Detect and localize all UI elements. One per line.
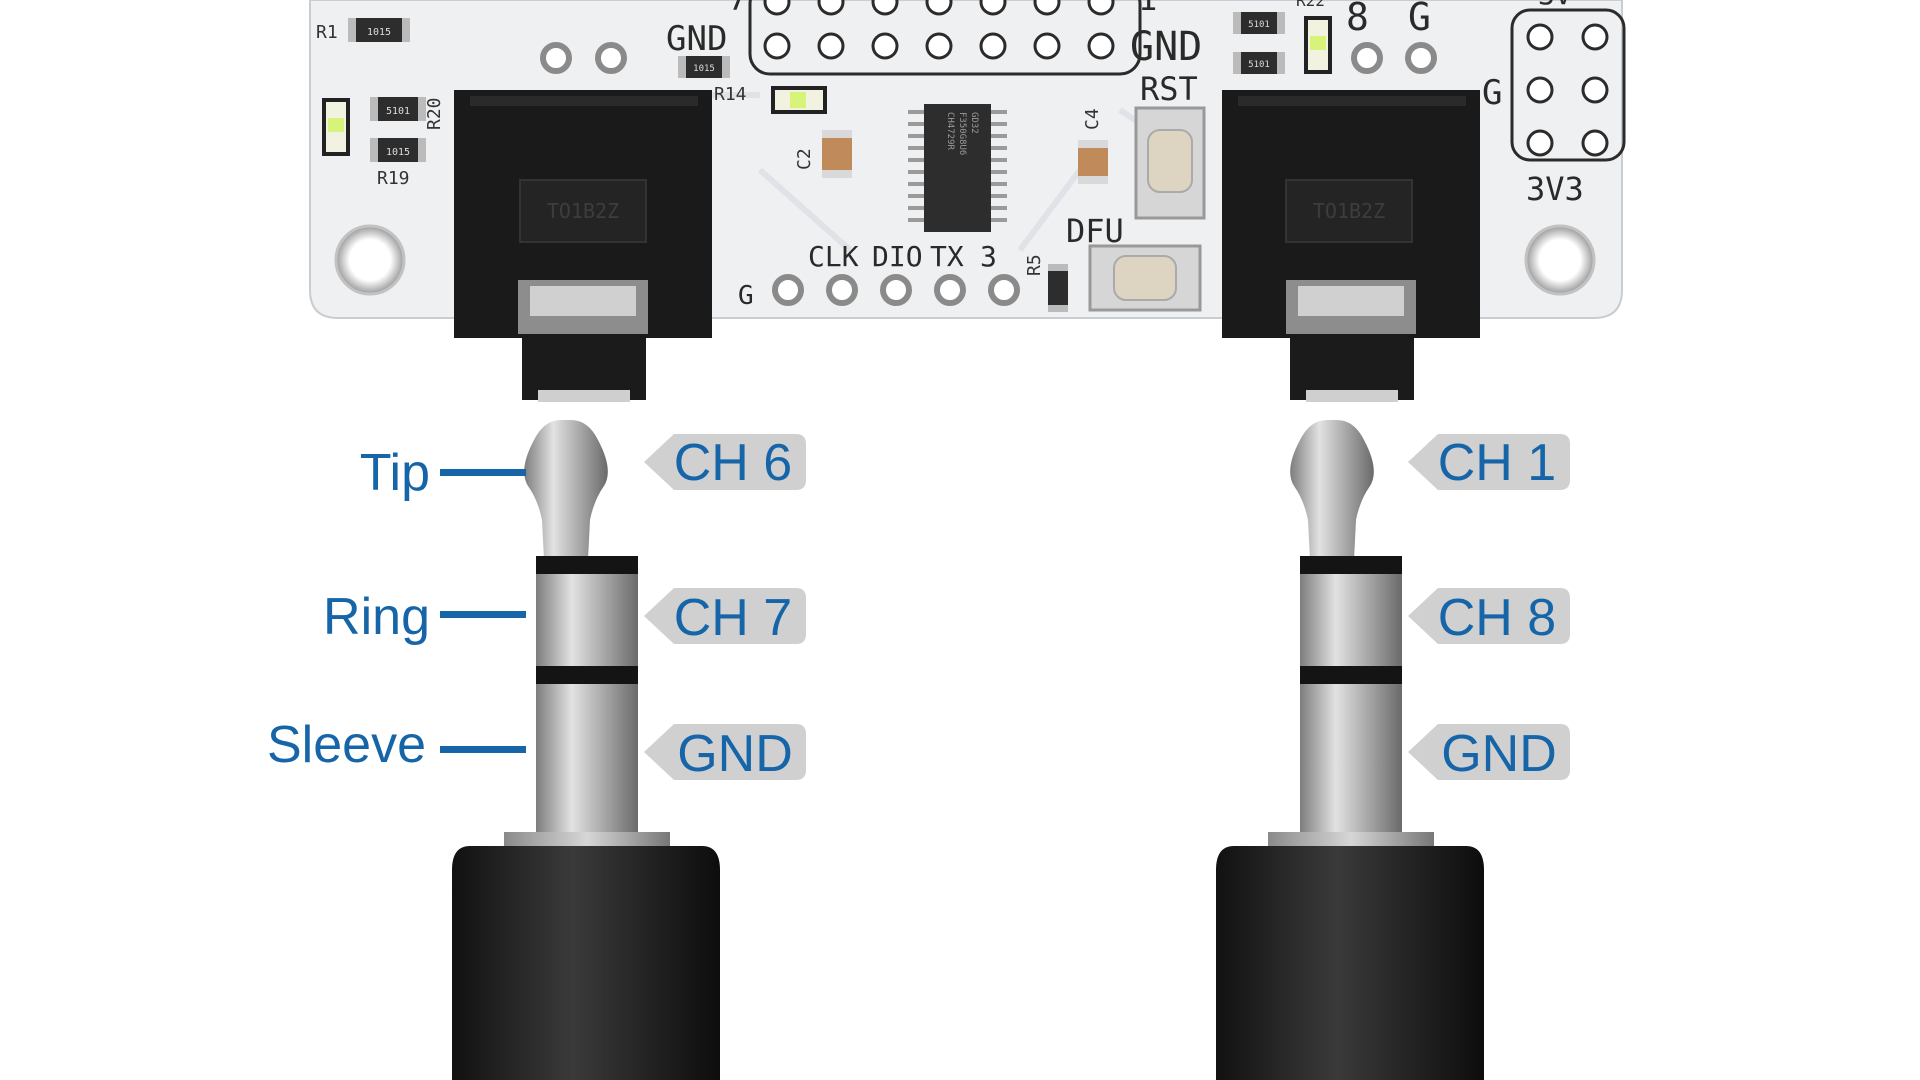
left-sleeve-channel: GND <box>677 725 793 783</box>
silk-dfu: DFU <box>1066 212 1124 250</box>
silk-1: 1 <box>1138 0 1157 18</box>
mounting-hole-left <box>336 226 404 294</box>
dfu-button[interactable] <box>1090 246 1200 310</box>
right-sleeve-channel: GND <box>1441 725 1557 783</box>
silk-rst: RST <box>1140 70 1198 108</box>
tip-leader-line <box>440 469 526 476</box>
left-tip-channel: CH 6 <box>674 434 792 492</box>
right-tip-channel: CH 1 <box>1438 434 1556 492</box>
tip-label: Tip <box>360 444 430 502</box>
ic-marking-line-1: GD32 <box>969 112 979 134</box>
silk-7: 7 <box>728 0 747 18</box>
silk-g-right: G <box>1482 73 1502 113</box>
ic-marking-line-3: CH4729R <box>945 112 955 151</box>
silk-g-bottom: G <box>738 281 754 311</box>
left-ring-channel: CH 7 <box>674 589 792 647</box>
r19-marking: 1015 <box>386 147 410 158</box>
silk-dio: DIO <box>872 240 923 273</box>
silk-c2: C2 <box>794 148 815 170</box>
silk-r5: R5 <box>1024 254 1045 276</box>
ring-label: Ring <box>323 588 430 646</box>
right-channel-tags: CH 1 CH 8 GND <box>1408 434 1570 783</box>
silk-r1: R1 <box>316 22 338 43</box>
silk-r19: R19 <box>377 168 410 189</box>
ring-leader-line <box>440 611 526 618</box>
silk-tx: TX <box>930 240 964 273</box>
ring-name-labels: Tip Ring Sleeve <box>267 444 526 774</box>
silk-r20: R20 <box>424 97 445 130</box>
sleeve-label: Sleeve <box>267 716 426 774</box>
silk-r22: R22 <box>1296 0 1325 10</box>
left-jack-marking: TO1B2Z <box>547 199 619 223</box>
silk-8: 8 <box>1346 0 1369 39</box>
silk-gnd-right: GND <box>1130 24 1202 70</box>
silk-3: 3 <box>980 240 997 273</box>
r22-marking-a: 5101 <box>1248 20 1270 30</box>
silk-g-top: G <box>1408 0 1431 39</box>
silk-c4: C4 <box>1082 108 1103 130</box>
silk-clk: CLK <box>808 240 859 273</box>
audio-jack-right: TO1B2Z <box>1222 90 1480 402</box>
right-ring-channel: CH 8 <box>1438 589 1556 647</box>
silk-3v3: 3V3 <box>1526 170 1584 208</box>
left-channel-tags: CH 6 CH 7 GND <box>644 434 806 783</box>
audio-jack-left: TO1B2Z <box>454 90 712 402</box>
silk-3v: 3V <box>1538 0 1572 11</box>
r14-marking: 1015 <box>693 64 715 74</box>
ic-marking-line-2: F350G8U6 <box>957 112 967 155</box>
r20-marking: 5101 <box>386 106 410 117</box>
sleeve-leader-line <box>440 746 526 753</box>
r22-marking-b: 5101 <box>1248 60 1270 70</box>
mounting-hole-right <box>1526 226 1594 294</box>
right-jack-marking: TO1B2Z <box>1313 199 1385 223</box>
silk-gnd-left: GND <box>666 19 727 59</box>
silk-r14: R14 <box>714 84 747 105</box>
rst-button[interactable] <box>1136 108 1204 218</box>
r1-marking: 1015 <box>367 27 391 38</box>
